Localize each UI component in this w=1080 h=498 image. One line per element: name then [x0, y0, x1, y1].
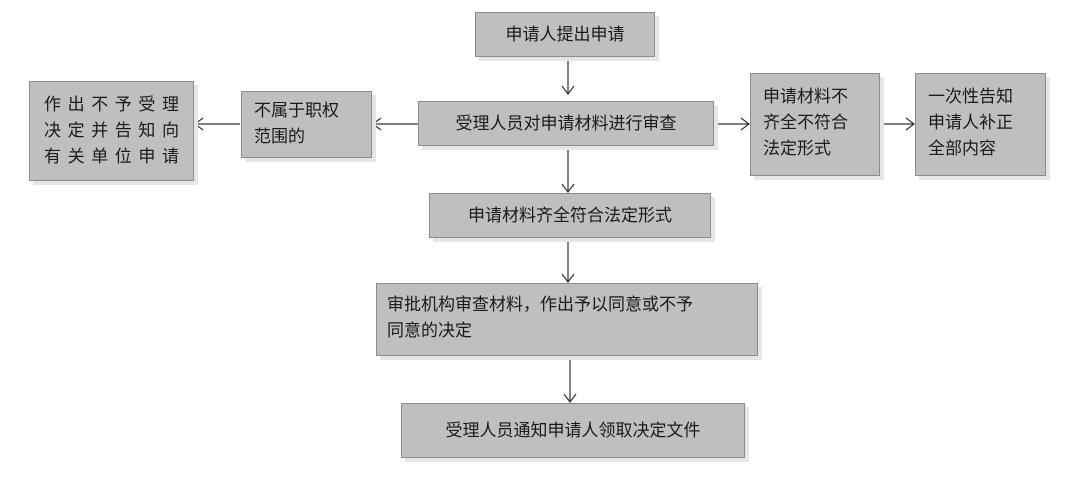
step-approval-review: 审批机构审查材料，作出予以同意或不予 同意的决定 — [376, 283, 758, 356]
step-out-of-scope: 不属于职权 范围的 — [241, 91, 372, 158]
step-approval-review-label: 审批机构审查材料，作出予以同意或不予 同意的决定 — [387, 295, 693, 341]
step-out-of-scope-label: 不属于职权 范围的 — [254, 101, 339, 147]
step-submit-label: 申请人提出申请 — [505, 24, 625, 45]
arrowhead-icon — [740, 117, 750, 131]
arrowhead-icon — [561, 85, 575, 95]
arrowhead-icon — [194, 117, 204, 131]
arrowhead-icon — [905, 117, 915, 131]
step-reject-decision: 作出不予受理 决定并告知向 有关单位申请 — [29, 81, 194, 181]
step-reject-decision-label: 作出不予受理 决定并告知向 有关单位申请 — [44, 95, 179, 167]
step-review-label: 受理人员对申请材料进行审查 — [455, 113, 677, 134]
step-incomplete-label: 申请材料不 齐全不符合 法定形式 — [763, 87, 848, 159]
step-notify-supplement: 一次性告知 申请人补正 全部内容 — [915, 73, 1046, 176]
step-notify-pickup: 受理人员通知申请人领取决定文件 — [401, 403, 745, 458]
arrowhead-icon — [372, 117, 382, 131]
step-review-materials: 受理人员对申请材料进行审查 — [418, 101, 714, 146]
step-materials-incomplete: 申请材料不 齐全不符合 法定形式 — [750, 73, 880, 176]
step-complete-label: 申请材料齐全符合法定形式 — [468, 205, 672, 226]
step-submit-application: 申请人提出申请 — [475, 12, 655, 57]
arrowhead-icon — [561, 183, 575, 193]
step-notify-pickup-label: 受理人员通知申请人领取决定文件 — [445, 420, 701, 441]
arrowhead-icon — [561, 273, 575, 283]
arrowhead-icon — [563, 393, 577, 403]
step-notify-supplement-label: 一次性告知 申请人补正 全部内容 — [928, 87, 1013, 159]
step-materials-complete: 申请材料齐全符合法定形式 — [429, 193, 711, 238]
